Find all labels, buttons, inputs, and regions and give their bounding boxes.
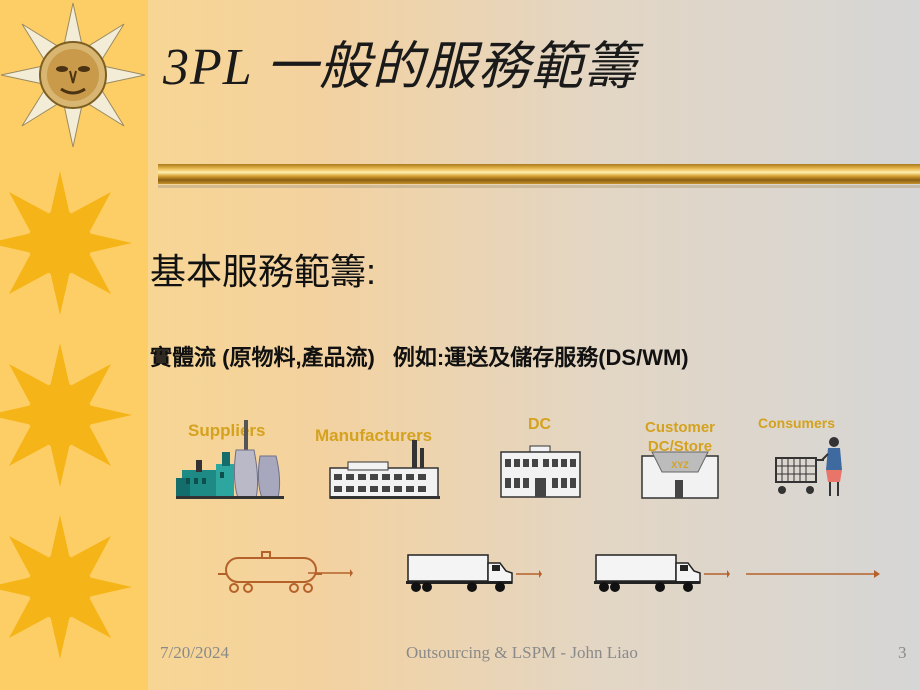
title-divider — [158, 164, 920, 184]
manufacturer-label: Manufacturers — [315, 426, 433, 445]
store-sign-text: XYZ — [671, 460, 689, 470]
slide-title: 3PL 一般的服務範籌 — [163, 39, 637, 96]
sidebar-band — [0, 0, 148, 690]
sun-icon — [0, 515, 132, 659]
shopper-with-cart-icon — [775, 437, 842, 496]
sun-icon — [0, 171, 132, 315]
dc-label: DC — [528, 416, 552, 433]
title-divider-shadow — [158, 185, 920, 188]
flow-type-text: 實體流 (原物料,產品流) — [150, 345, 375, 370]
service-example-text: 例如:運送及儲存服務(DS/WM) — [392, 345, 689, 370]
customer-dc-store-label: Customer DC/Store — [644, 419, 715, 455]
semi-truck-icon — [594, 554, 730, 592]
slide-number: 3 — [898, 643, 907, 662]
service-description: 實體流 (原物料,產品流) 例如:運送及儲存服務(DS/WM) — [150, 340, 689, 372]
arrow-icon — [746, 570, 880, 578]
semi-truck-icon — [406, 554, 542, 592]
rail-tank-car-icon — [218, 551, 353, 593]
sun-face-icon — [0, 2, 146, 148]
warehouse-building-icon — [500, 445, 581, 498]
manufacturing-plant-icon — [329, 440, 440, 499]
section-heading: 基本服務範籌: — [150, 251, 377, 292]
consumer-label: Consumers — [758, 415, 836, 431]
store-building-icon: XYZ — [641, 451, 719, 499]
footer-title: Outsourcing & LSPM - John Liao — [406, 643, 638, 662]
factory-icon — [176, 420, 284, 499]
sun-icon — [0, 343, 132, 487]
footer-date: 7/20/2024 — [160, 643, 229, 662]
